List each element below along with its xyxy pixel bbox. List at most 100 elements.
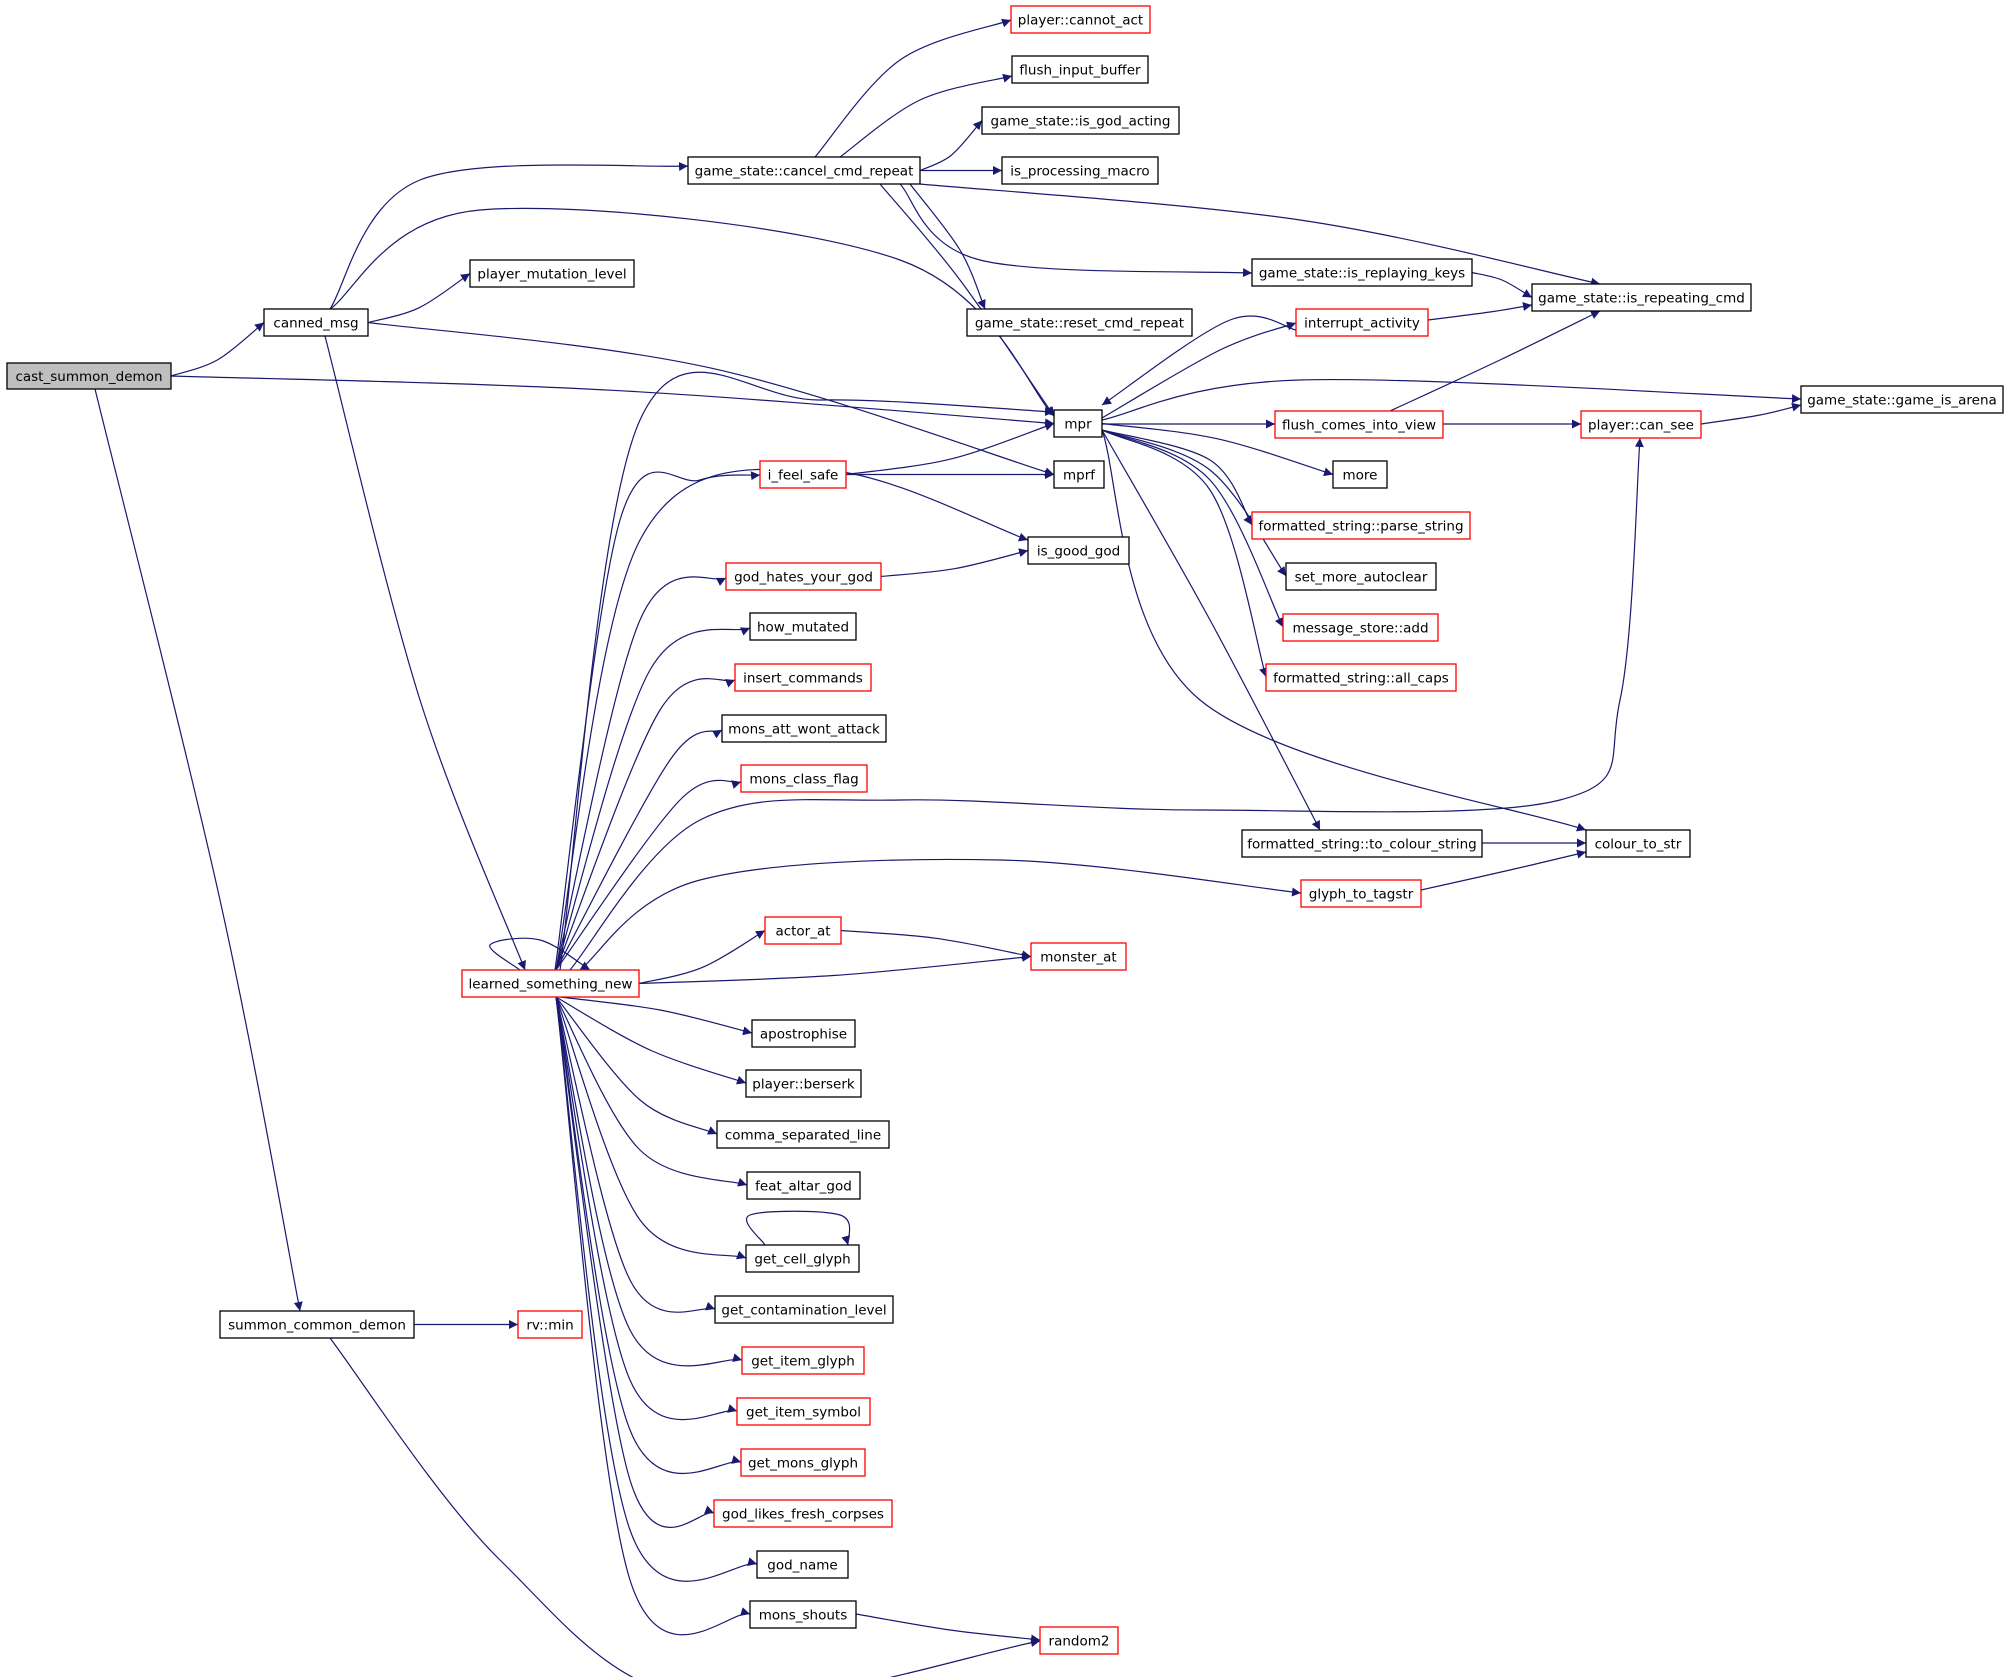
node-game-state-game-is-arena[interactable]: game_state::game_is_arena xyxy=(1800,385,2004,414)
node-box xyxy=(746,1171,861,1200)
node-formatted-string-to-colour-string[interactable]: formatted_string::to_colour_string xyxy=(1241,829,1483,858)
node-how-mutated[interactable]: how_mutated xyxy=(749,612,857,641)
node-mons-att-wont-attack[interactable]: mons_att_wont_attack xyxy=(721,714,887,743)
node-label: message_store::add xyxy=(1292,621,1428,637)
node-label: actor_at xyxy=(775,924,830,940)
node-apostrophise[interactable]: apostrophise xyxy=(751,1019,856,1048)
node-label: is_good_god xyxy=(1037,544,1120,560)
edge-mpr-to-colour-to-str xyxy=(1101,429,1587,832)
node-game-state-is-replaying-keys[interactable]: game_state::is_replaying_keys xyxy=(1251,258,1473,287)
node-player-cannot-act[interactable]: player::cannot_act xyxy=(1010,5,1151,34)
node-label: formatted_string::all_caps xyxy=(1273,671,1449,687)
edge-learned-something-new-to-actor-at xyxy=(638,929,766,985)
edge-summon-common-demon-to-random2 xyxy=(329,1337,1041,1677)
node-game-state-cancel-cmd-repeat[interactable]: game_state::cancel_cmd_repeat xyxy=(687,156,921,185)
node-get-mons-glyph[interactable]: get_mons_glyph xyxy=(740,1448,866,1477)
node-flush-input-buffer[interactable]: flush_input_buffer xyxy=(1011,55,1149,84)
edge-learned-something-new-to-glyph-to-tagstr xyxy=(579,858,1302,971)
node-god-likes-fresh-corpses[interactable]: god_likes_fresh_corpses xyxy=(713,1499,893,1528)
node-monster-at[interactable]: monster_at xyxy=(1030,942,1127,971)
node-message-store-add[interactable]: message_store::add xyxy=(1282,613,1439,642)
node-game-state-reset-cmd-repeat[interactable]: game_state::reset_cmd_repeat xyxy=(966,308,1193,337)
node-actor-at[interactable]: actor_at xyxy=(764,916,842,945)
node-box xyxy=(714,1295,894,1324)
node-get-item-glyph[interactable]: get_item_glyph xyxy=(741,1346,865,1375)
node-label: comma_separated_line xyxy=(725,1128,881,1144)
edge-game-state-cancel-cmd-repeat-to-game-state-is-replaying-keys xyxy=(899,183,1253,278)
edge-learned-something-new-to-get-contamination-level xyxy=(555,996,716,1313)
node-label: get_cell_glyph xyxy=(754,1252,850,1268)
node-box xyxy=(716,1120,890,1149)
node-insert-commands[interactable]: insert_commands xyxy=(734,663,872,692)
node-more[interactable]: more xyxy=(1332,460,1388,489)
node-formatted-string-parse-string[interactable]: formatted_string::parse_string xyxy=(1251,511,1471,540)
node-mpr[interactable]: mpr xyxy=(1053,409,1103,438)
edge-learned-something-new-to-get-item-symbol xyxy=(555,996,738,1421)
node-box xyxy=(721,714,887,743)
node-glyph-to-tagstr[interactable]: glyph_to_tagstr xyxy=(1300,879,1422,908)
node-label: learned_something_new xyxy=(469,977,633,993)
node-label: summon_common_demon xyxy=(228,1318,406,1334)
node-mprf[interactable]: mprf xyxy=(1053,460,1105,489)
node-box xyxy=(1585,829,1691,858)
node-colour-to-str[interactable]: colour_to_str xyxy=(1585,829,1691,858)
node-game-state-is-repeating-cmd[interactable]: game_state::is_repeating_cmd xyxy=(1531,283,1752,312)
node-get-contamination-level[interactable]: get_contamination_level xyxy=(714,1295,894,1324)
node-is-processing-macro[interactable]: is_processing_macro xyxy=(1001,156,1159,185)
node-box xyxy=(469,259,635,288)
node-box xyxy=(1039,1626,1119,1655)
node-label: mprf xyxy=(1063,468,1096,484)
node-comma-separated-line[interactable]: comma_separated_line xyxy=(716,1120,890,1149)
edge-game-state-cancel-cmd-repeat-to-mpr xyxy=(879,183,1055,417)
node-label: interrupt_activity xyxy=(1304,316,1420,332)
node-label: game_state::cancel_cmd_repeat xyxy=(695,164,914,180)
node-formatted-string-all-caps[interactable]: formatted_string::all_caps xyxy=(1265,663,1457,692)
edge-learned-something-new-to-mons-class-flag xyxy=(555,779,742,971)
node-box xyxy=(740,764,868,793)
edge-learned-something-new-to-get-mons-glyph xyxy=(555,996,742,1475)
edge-canned-msg-to-learned-something-new xyxy=(324,335,526,971)
node-get-cell-glyph[interactable]: get_cell_glyph xyxy=(745,1244,860,1273)
edge-learned-something-new-to-god-likes-fresh-corpses xyxy=(555,996,715,1528)
node-flush-comes-into-view[interactable]: flush_comes_into_view xyxy=(1274,410,1444,439)
node-random2[interactable]: random2 xyxy=(1039,1626,1119,1655)
node-summon-common-demon[interactable]: summon_common_demon xyxy=(219,1310,415,1339)
node-mons-class-flag[interactable]: mons_class_flag xyxy=(740,764,868,793)
node-set-more-autoclear[interactable]: set_more_autoclear xyxy=(1285,562,1437,591)
node-interrupt-activity[interactable]: interrupt_activity xyxy=(1295,308,1429,337)
edge-learned-something-new-to-god-name xyxy=(555,996,758,1582)
node-player-mutation-level[interactable]: player_mutation_level xyxy=(469,259,635,288)
node-god-name[interactable]: god_name xyxy=(756,1550,849,1579)
node-label: cast_summon_demon xyxy=(15,369,162,385)
edge-glyph-to-tagstr-to-colour-to-str xyxy=(1420,849,1587,891)
node-feat-altar-god[interactable]: feat_altar_god xyxy=(746,1171,861,1200)
node-box xyxy=(764,916,842,945)
edge-game-state-cancel-cmd-repeat-to-game-state-is-god-acting xyxy=(919,120,983,172)
edge-flush-comes-into-view-to-game-state-is-repeating-cmd xyxy=(1389,310,1601,412)
node-label: mons_shouts xyxy=(759,1608,847,1624)
node-label: player::berserk xyxy=(752,1077,855,1093)
edge-learned-something-new-to-comma-separated-line xyxy=(555,996,718,1135)
node-rv-min[interactable]: rv::min xyxy=(517,1310,583,1339)
node-label: player::can_see xyxy=(1588,418,1694,434)
edge-mpr-to-formatted-string-all-caps xyxy=(1101,429,1268,678)
node-player-can-see[interactable]: player::can_see xyxy=(1580,410,1702,439)
node-label: flush_input_buffer xyxy=(1019,63,1141,79)
node-canned-msg[interactable]: canned_msg xyxy=(263,308,369,337)
node-god-hates-your-god[interactable]: god_hates_your_god xyxy=(725,562,882,591)
edge-canned-msg-to-game-state-cancel-cmd-repeat xyxy=(329,161,689,310)
node-get-item-symbol[interactable]: get_item_symbol xyxy=(736,1397,871,1426)
node-cast-summon-demon[interactable]: cast_summon_demon xyxy=(6,362,172,390)
node-mons-shouts[interactable]: mons_shouts xyxy=(749,1600,857,1629)
node-learned-something-new[interactable]: learned_something_new xyxy=(461,969,640,998)
node-box xyxy=(1295,308,1429,337)
node-is-good-god[interactable]: is_good_god xyxy=(1027,536,1130,565)
node-i-feel-safe[interactable]: i_feel_safe xyxy=(759,460,847,489)
node-game-state-is-god-acting[interactable]: game_state::is_god_acting xyxy=(981,106,1180,135)
node-label: flush_comes_into_view xyxy=(1282,418,1436,434)
node-player-berserk[interactable]: player::berserk xyxy=(745,1069,862,1098)
node-box xyxy=(966,308,1193,337)
edge-mpr-to-more xyxy=(1101,422,1334,477)
edge-canned-msg-to-player-mutation-level xyxy=(367,273,471,324)
node-label: colour_to_str xyxy=(1595,837,1682,853)
